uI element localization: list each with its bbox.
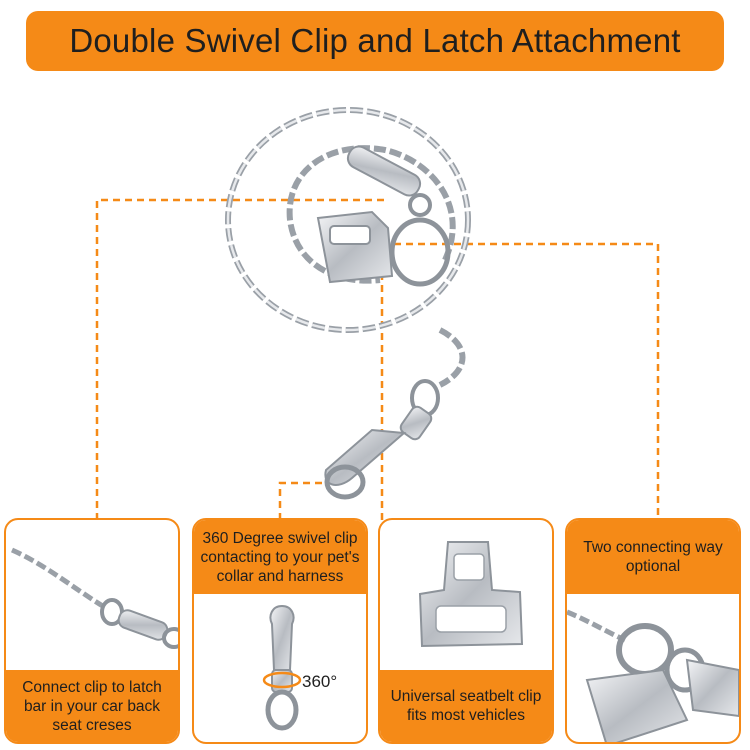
- feature-panel-swivel-clip: 360 Degree swivel clip contacting to you…: [192, 518, 368, 744]
- page-title: Double Swivel Clip and Latch Attachment: [69, 22, 681, 59]
- swivel-clip-image: [262, 604, 302, 731]
- panel-caption: Connect clip to latch bar in your car ba…: [6, 670, 178, 742]
- title-banner: Double Swivel Clip and Latch Attachment: [26, 11, 724, 71]
- panel-caption: Universal seatbelt clip fits most vehicl…: [380, 670, 552, 742]
- feature-panel-connecting-way: Two connecting way optional: [565, 518, 741, 744]
- callout-lines: [95, 198, 660, 520]
- chain-clip-image: [10, 547, 178, 649]
- seatbelt-clip-image: [418, 541, 524, 648]
- ring-clip-image: [567, 609, 739, 742]
- feature-panel-seatbelt-clip: Universal seatbelt clip fits most vehicl…: [378, 518, 554, 744]
- upper-snap-clip: [346, 145, 432, 217]
- feature-panel-latch-bar: Connect clip to latch bar in your car ba…: [4, 518, 180, 744]
- panel-caption: 360 Degree swivel clip contacting to you…: [194, 520, 366, 594]
- lower-snap-clip: [324, 379, 440, 500]
- seatbelt-latch: [316, 210, 451, 287]
- panel-caption: Two connecting way optional: [567, 520, 739, 594]
- rotation-label: 360°: [302, 672, 338, 691]
